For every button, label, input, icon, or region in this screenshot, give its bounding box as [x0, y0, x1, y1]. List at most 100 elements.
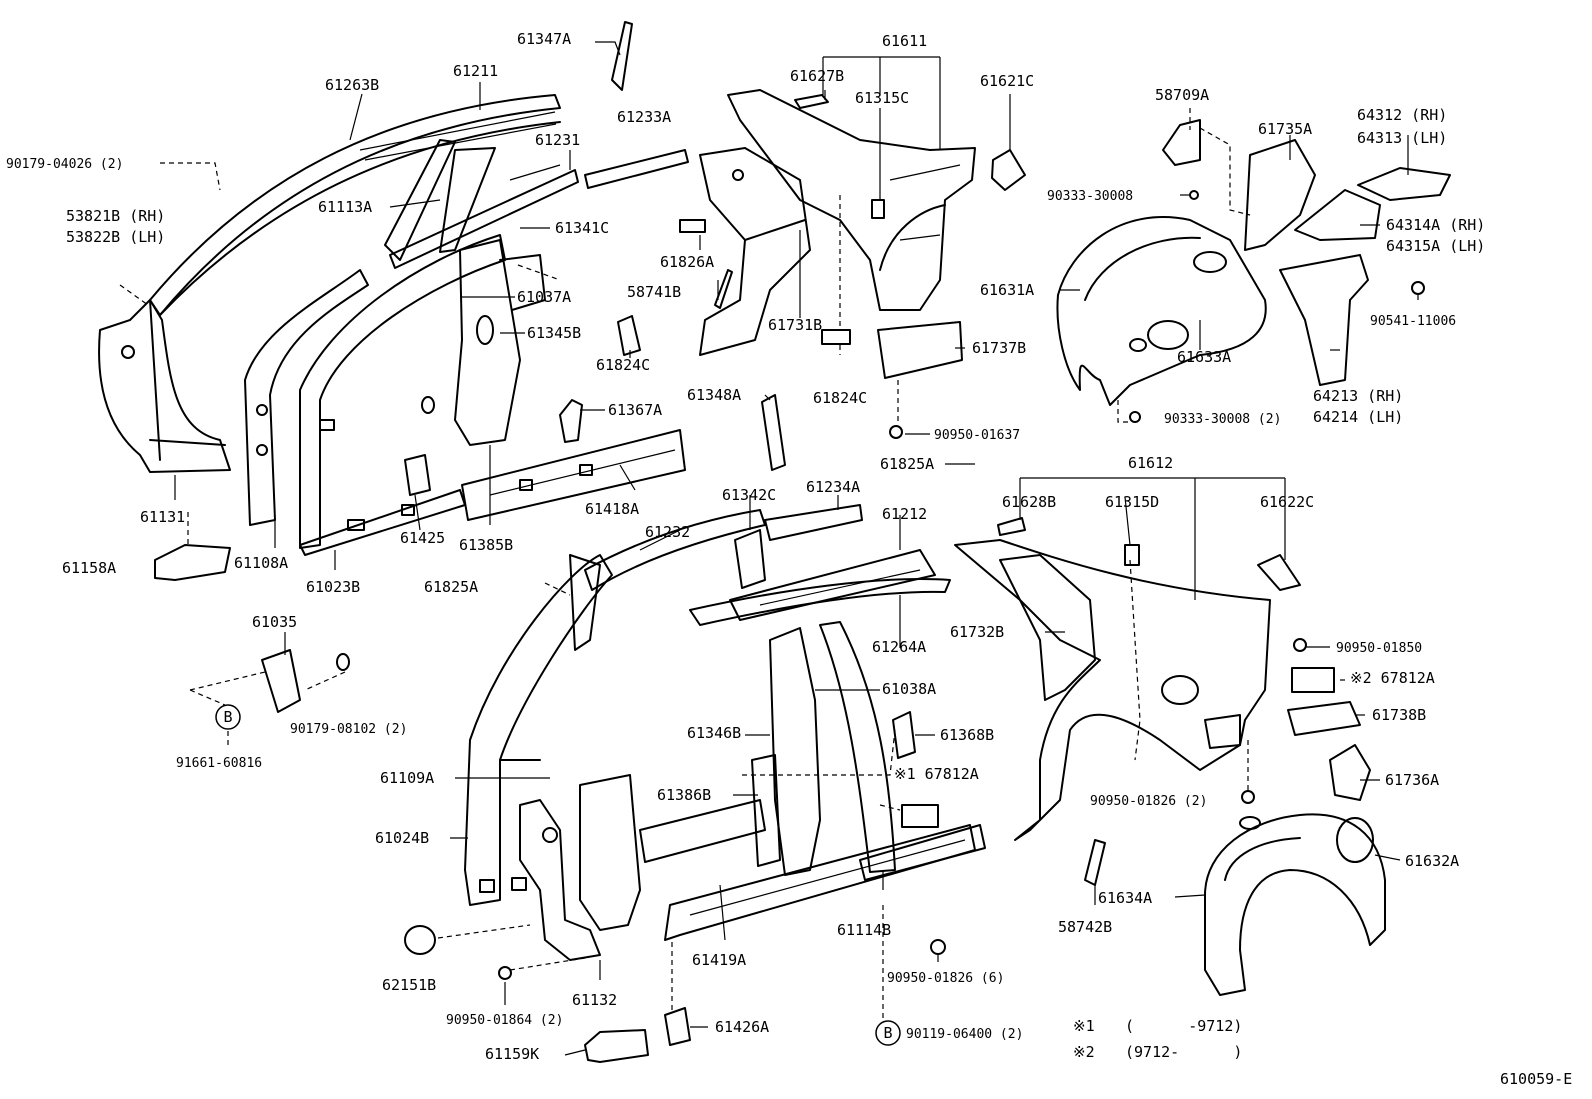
- pad-61315D: [1124, 544, 1140, 566]
- diagram-id: 610059-E: [1500, 1070, 1572, 1088]
- clip-90950-01864: [498, 966, 512, 980]
- part-label: 90950-01850: [1336, 641, 1422, 656]
- part-label: 61633A: [1177, 348, 1231, 366]
- part-label: 64214 (LH): [1313, 408, 1403, 426]
- note1-mark: ※1: [1073, 1017, 1095, 1035]
- part-label: 61341C: [555, 219, 609, 237]
- part-label: 64312 (RH): [1357, 106, 1447, 124]
- part-label: 90950-01864 (2): [446, 1013, 563, 1028]
- part-label: 61345B: [527, 324, 581, 342]
- rail-61234A: [764, 504, 863, 541]
- part-label: 61826A: [660, 253, 714, 271]
- part-label: 61024B: [375, 829, 429, 847]
- pad-67812A-1: [901, 804, 939, 828]
- panel-61735A: [1244, 139, 1316, 251]
- part-label: 61108A: [234, 554, 288, 572]
- center-pillar-reinforcement: [421, 239, 546, 446]
- panel-61737B: [877, 321, 963, 379]
- notes-legend: ※1 ( -9712) ※2 (9712- ): [1073, 1017, 1242, 1061]
- part-label: ※1 67812A: [894, 765, 979, 783]
- part-label: 61426A: [715, 1018, 769, 1036]
- clip-90950-01826-6: [930, 939, 946, 955]
- part-label: 64213 (RH): [1313, 387, 1403, 405]
- roof-side-inner-rail: [569, 509, 766, 651]
- part-label: 90333-30008 (2): [1164, 412, 1281, 427]
- part-label: 90119-06400 (2): [906, 1027, 1023, 1042]
- part-label: 58709A: [1155, 86, 1209, 104]
- rocker-panel-inner: [461, 429, 686, 521]
- part-label: 61212: [882, 505, 927, 523]
- nut-90179-08102: [336, 653, 350, 671]
- bracket-61368B: [892, 711, 916, 759]
- part-label: 90950-01826 (2): [1090, 794, 1207, 809]
- part-label: 61233A: [617, 108, 671, 126]
- callout-b-left-letter: B: [223, 708, 232, 726]
- bracket-61158A: [154, 544, 231, 581]
- part-label: 61211: [453, 62, 498, 80]
- bracket-61348A: [761, 394, 786, 471]
- part-label: 61131: [140, 508, 185, 526]
- pad-67812A-2: [1291, 667, 1335, 693]
- nut-90333-30008: [1189, 190, 1199, 200]
- bracket-61426A: [664, 1007, 691, 1046]
- part-label: 61113A: [318, 198, 372, 216]
- part-shapes: [98, 21, 1451, 1063]
- part-label: 58742B: [1058, 918, 1112, 936]
- part-labels: 61347A 61611 61263B 61211 61627B 61315C …: [6, 30, 1572, 1088]
- part-label: 61419A: [692, 951, 746, 969]
- part-label: 61825A: [424, 578, 478, 596]
- part-label: 61825A: [880, 455, 934, 473]
- part-label: 61632A: [1405, 852, 1459, 870]
- part-label: 61346B: [687, 724, 741, 742]
- pad-61826A: [679, 219, 706, 233]
- nut-90950-01826-2: [1241, 790, 1255, 804]
- part-label: 61038A: [882, 680, 936, 698]
- part-label: 61348A: [687, 386, 741, 404]
- panel-64213: [1279, 254, 1369, 386]
- part-label: 91661-60816: [176, 756, 262, 771]
- part-label: 61315D: [1105, 493, 1159, 511]
- pad-61627B: [794, 94, 829, 109]
- clip-90950-01637: [889, 425, 903, 439]
- panel-61738B: [1287, 701, 1361, 736]
- part-label: 61109A: [380, 769, 434, 787]
- panel-64312: [1357, 167, 1451, 201]
- front-pillar-outer: [98, 299, 231, 473]
- part-label: 61735A: [1258, 120, 1312, 138]
- part-label: 61622C: [1260, 493, 1314, 511]
- bracket-61159K: [584, 1029, 649, 1063]
- part-label: 61264A: [872, 638, 926, 656]
- roof-side-rail-rear: [689, 549, 951, 626]
- part-label: 53821B (RH): [66, 207, 165, 225]
- part-label: 64314A (RH): [1386, 216, 1485, 234]
- part-label: 61621C: [980, 72, 1034, 90]
- rear-wheelhouse-inner: [1204, 813, 1386, 996]
- pad-61628B: [997, 517, 1026, 536]
- part-label: 61631A: [980, 281, 1034, 299]
- part-label: 61023B: [306, 578, 360, 596]
- rocker-panel-lower: [639, 799, 976, 941]
- part-label: 61342C: [722, 486, 776, 504]
- callout-b-left: B: [215, 704, 241, 730]
- part-label: 61611: [882, 32, 927, 50]
- part-label: 61738B: [1372, 706, 1426, 724]
- panel-61736A: [1329, 744, 1371, 801]
- part-label: 61628B: [1002, 493, 1056, 511]
- callout-b-bottom-letter: B: [883, 1024, 892, 1042]
- part-label: 61627B: [790, 67, 844, 85]
- rear-wheelhouse-outer: [1056, 216, 1267, 406]
- part-label: 61418A: [585, 500, 639, 518]
- front-body-pillar-inner: [244, 234, 506, 556]
- part-label: 61315C: [855, 89, 909, 107]
- pad-58741B: [714, 269, 733, 309]
- quarter-inner-61732B: [999, 554, 1096, 701]
- part-label: 61114B: [837, 921, 891, 939]
- note2-range: (9712- ): [1125, 1043, 1242, 1061]
- part-label: 61158A: [62, 559, 116, 577]
- center-pillar-inner: [769, 621, 896, 876]
- quarter-panel-lower: [954, 539, 1271, 841]
- nut-90950-01850: [1293, 638, 1307, 652]
- nut-90333-30008-bottom: [1129, 411, 1141, 423]
- part-label: 61159K: [485, 1045, 539, 1063]
- part-label: 61386B: [657, 786, 711, 804]
